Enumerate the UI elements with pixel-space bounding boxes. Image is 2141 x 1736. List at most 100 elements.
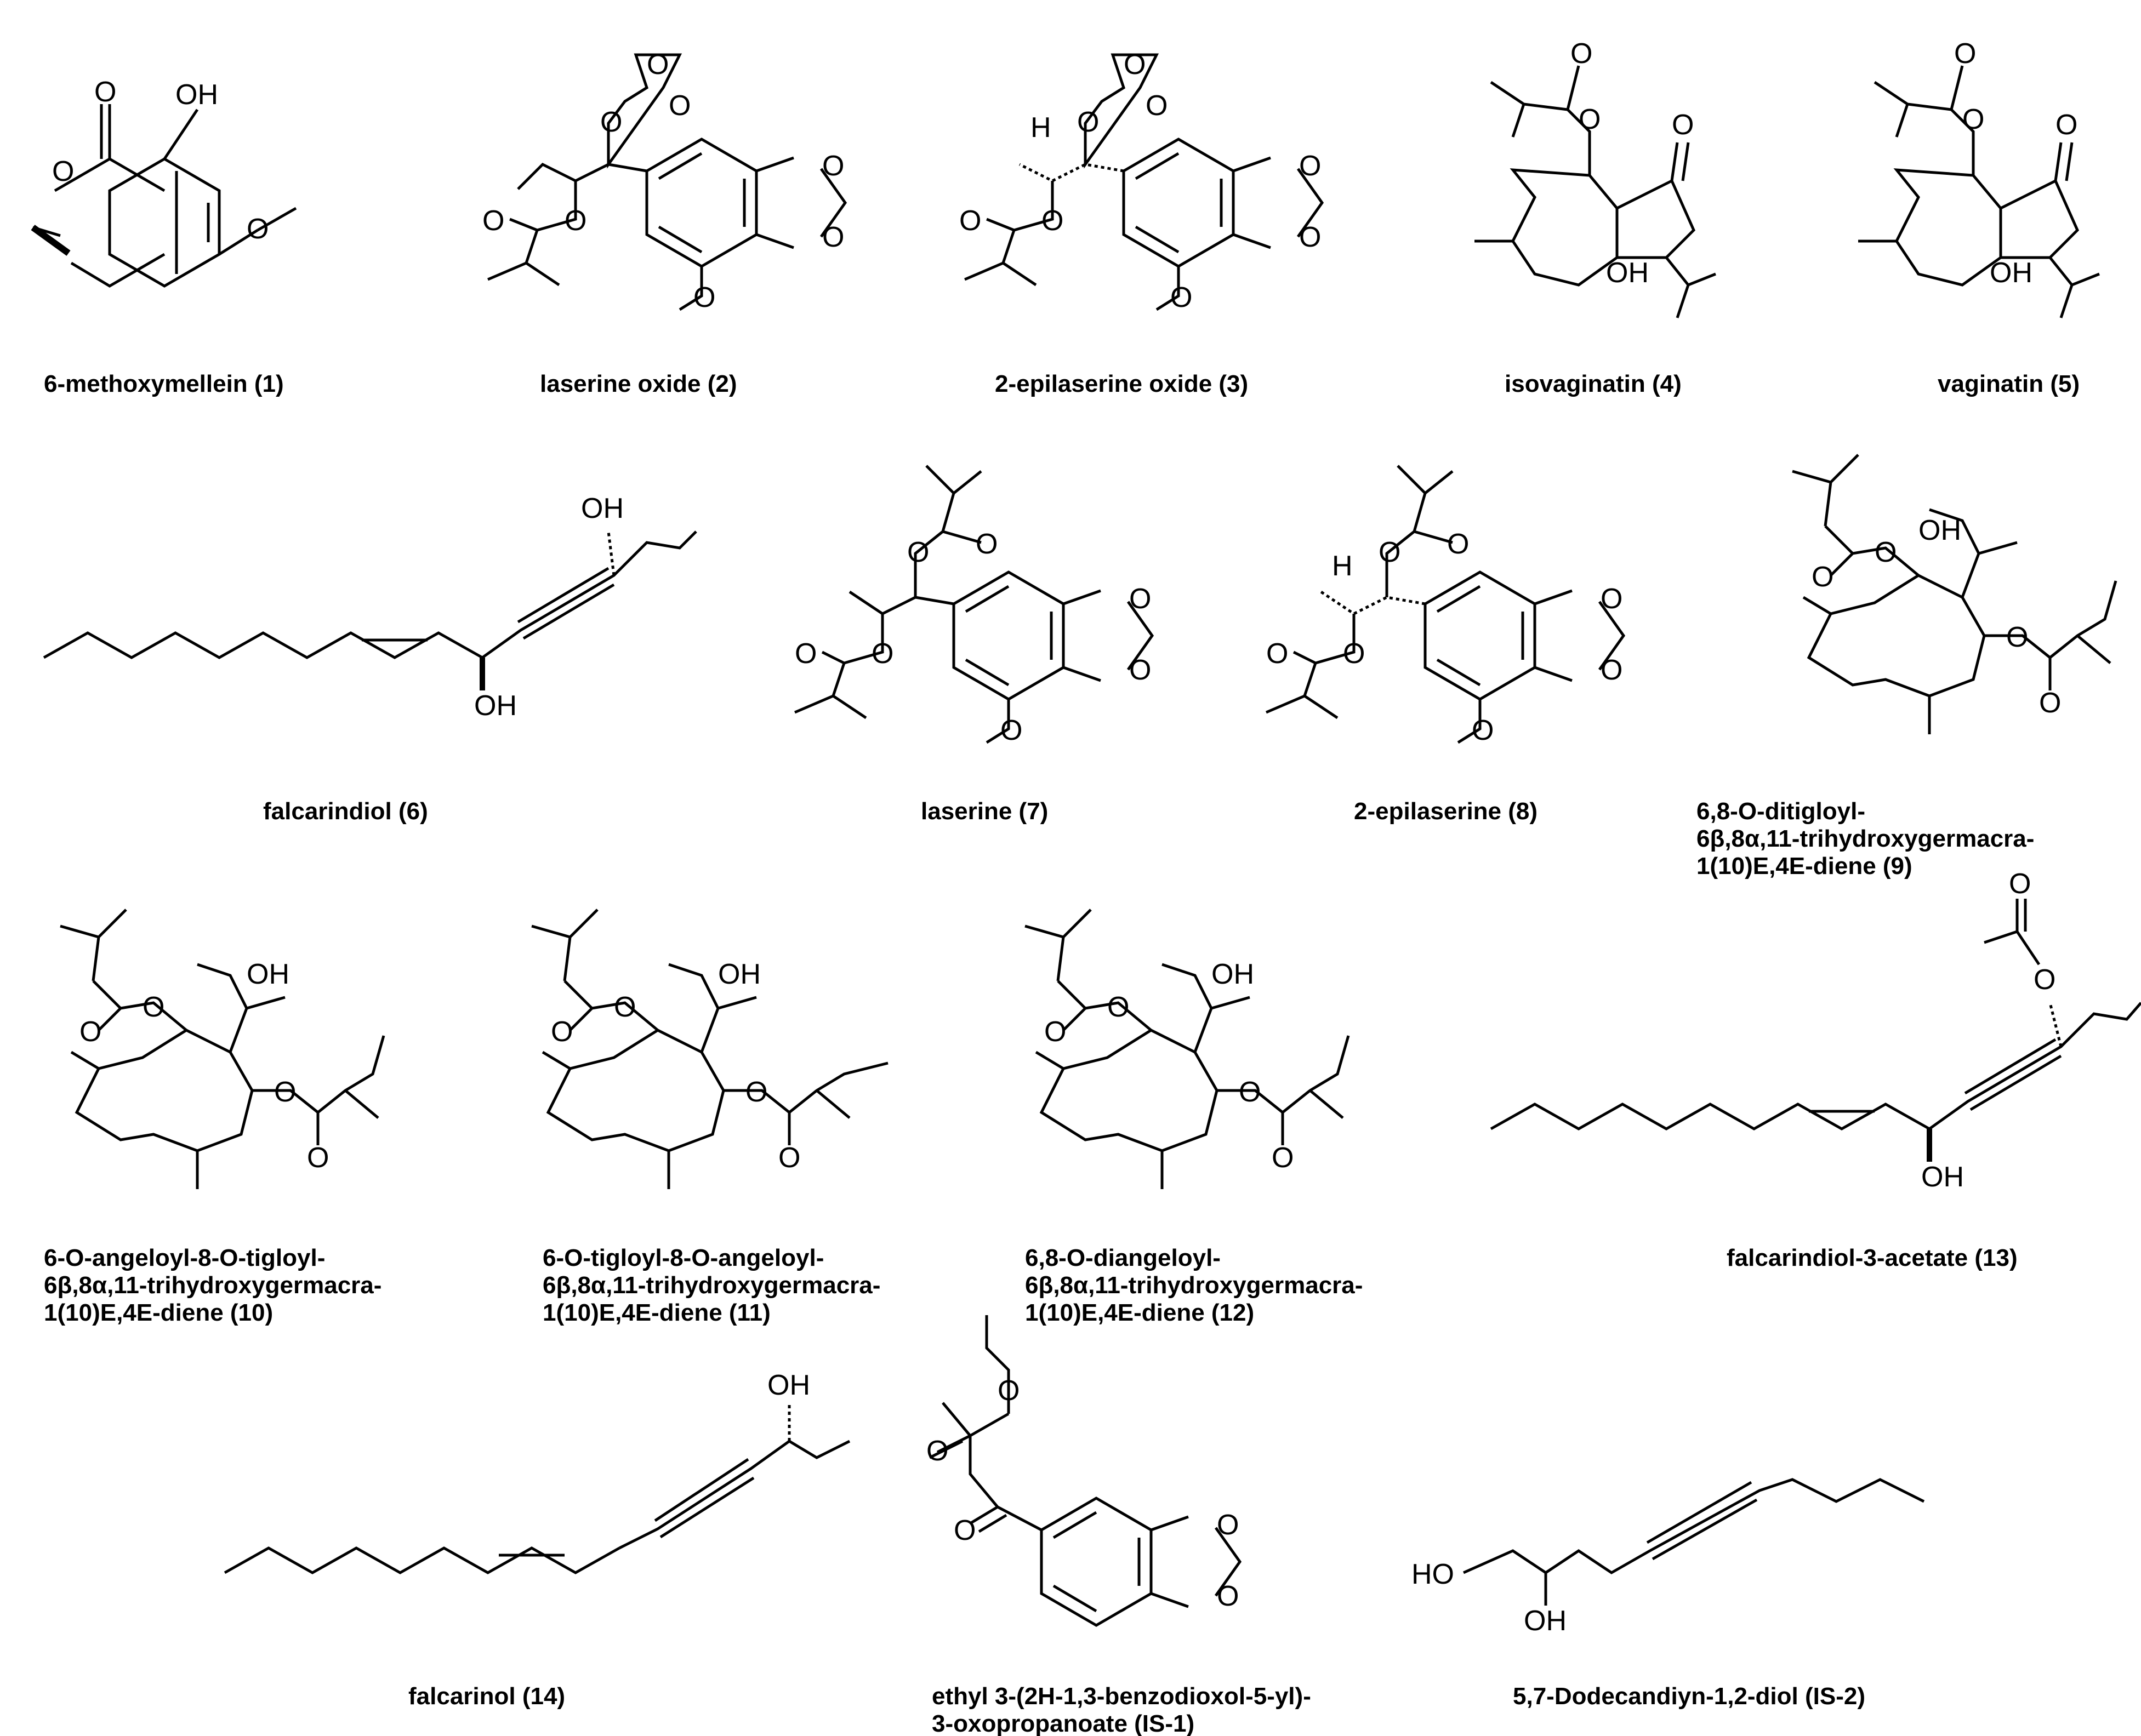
atom-OH-lower: OH [474, 690, 517, 722]
caption-1: 6-methoxymellein (1) [44, 370, 284, 397]
atom-O-methoxy: O [1170, 282, 1192, 313]
caption-3: 2-epilaserine oxide (3) [995, 370, 1248, 397]
atom-O-carbonyl: O [669, 90, 691, 122]
atom-O-dioxole1: O [1299, 150, 1321, 182]
atom-O-methoxy: O [247, 213, 269, 245]
atom-O-carbonyl: O [1812, 561, 1833, 593]
atom-O-ester2: O [1343, 638, 1365, 670]
atom-O-carbonyl2: O [482, 205, 504, 237]
atom-O-ester: O [998, 1375, 1020, 1407]
atom-O-dioxole2: O [1299, 221, 1321, 253]
atom-O-dioxole1: O [1601, 583, 1622, 615]
atom-O-carbonyl: O [94, 76, 116, 108]
structure-1: O OH O O [31, 76, 297, 288]
structure-14: OH [224, 1369, 851, 1574]
atom-HO: HO [1411, 1558, 1454, 1590]
caption-8: 2-epilaserine (8) [1354, 798, 1538, 825]
atom-O-ester: O [1379, 536, 1400, 568]
atom-OH: OH [247, 958, 289, 990]
atom-O-ketone: O [2055, 109, 2077, 141]
atom-O-ester2: O [565, 205, 587, 237]
atom-O-ester: O [600, 106, 622, 138]
atom-O-ester: O [1077, 106, 1099, 138]
atom-O-ester2: O [2006, 621, 2028, 653]
atom-OH: OH [767, 1369, 810, 1401]
atom-O-ester2: O [1041, 205, 1063, 237]
structure-4: O O O OH [1474, 38, 1716, 318]
atom-O-ring: O [52, 156, 74, 187]
atom-O-ester: O [143, 991, 164, 1023]
atom-O-carbonyl: O [79, 1016, 101, 1048]
atom-O-carbonyl2: O [959, 205, 981, 237]
structure-5: O O O OH [1858, 38, 2100, 318]
atom-O-dioxole2: O [1217, 1580, 1239, 1612]
caption-13: falcarindiol-3-acetate (13) [1727, 1244, 2018, 1271]
atom-O-ester: O [1579, 104, 1601, 135]
atom-O-carbonyl: O [1447, 528, 1469, 560]
atom-O-methoxy: O [693, 282, 715, 313]
atom-O-dioxole2: O [1601, 654, 1622, 686]
atom-OH: OH [1921, 1161, 1964, 1193]
atom-O-ketone: O [954, 1515, 976, 1546]
atom-O-carbonyl: O [926, 1435, 948, 1467]
structure-IS-2: HO OH [1411, 1478, 1925, 1637]
atom-O-carbonyl2: O [2039, 687, 2061, 719]
atom-O-methoxy: O [1472, 715, 1494, 746]
atom-OH: OH [175, 79, 218, 111]
caption-IS-2: 5,7-Dodecandiyn-1,2-diol (IS-2) [1513, 1683, 1865, 1710]
caption-11: 6-O-tigloyl-8-O-angeloyl- 6β,8α,11-trihy… [543, 1244, 887, 1326]
atom-O-ester: O [614, 991, 636, 1023]
structure-3: H O O O O O O O O [959, 49, 1322, 313]
caption-12: 6,8-O-diangeloyl- 6β,8α,11-trihydroxyger… [1025, 1244, 1370, 1326]
atom-O-carbonyl: O [551, 1016, 573, 1048]
atom-O-ester: O [1875, 536, 1897, 568]
structure-11: O O OH O O [531, 909, 889, 1189]
structure-7: O O O O O O O [794, 465, 1152, 746]
atom-H: H [1030, 112, 1051, 144]
atom-O-dioxole1: O [1217, 1509, 1239, 1541]
atom-O-ester2: O [274, 1076, 296, 1108]
atom-O-ester: O [1107, 991, 1129, 1023]
atom-O-carbonyl2: O [778, 1142, 800, 1174]
atom-OH: OH [1918, 515, 1961, 546]
atom-OH: OH [1524, 1605, 1567, 1637]
atom-O-methoxy: O [1000, 715, 1022, 746]
structure-8: H O O O O O O O [1266, 465, 1624, 746]
structure-6: OH OH [43, 493, 697, 722]
atom-O-carbonyl: O [1146, 90, 1168, 122]
atom-O-carbonyl: O [1954, 38, 1976, 70]
atom-O-ester: O [1962, 104, 1984, 135]
caption-14: falcarinol (14) [408, 1683, 565, 1710]
caption-7: laserine (7) [921, 798, 1048, 825]
structure-9: O O OH O O [1792, 454, 2117, 734]
atom-O-ketone: O [1672, 109, 1694, 141]
caption-2: laserine oxide (2) [540, 370, 737, 397]
atom-OH-upper: OH [581, 493, 624, 524]
atom-O-carbonyl: O [1570, 38, 1592, 70]
atom-O-carbonyl: O [2009, 868, 2031, 900]
atom-OH: OH [718, 958, 761, 990]
atom-OH: OH [1211, 958, 1254, 990]
atom-O-dioxole2: O [822, 221, 844, 253]
caption-9: 6,8-O-ditigloyl- 6β,8α,11-trihydroxygerm… [1696, 798, 2041, 880]
caption-5: vaginatin (5) [1938, 370, 2080, 397]
caption-6: falcarindiol (6) [263, 798, 428, 825]
atom-O-dioxole1: O [822, 150, 844, 182]
atom-O-epoxide: O [647, 49, 669, 81]
caption-IS-1: ethyl 3-(2H-1,3-benzodioxol-5-yl)- 3-oxo… [932, 1683, 1318, 1736]
atom-O-carbonyl2: O [1266, 638, 1288, 670]
atom-O-carbonyl2: O [795, 638, 817, 670]
atom-O-ester: O [907, 536, 929, 568]
structure-12: O O OH O O [1024, 909, 1350, 1189]
atom-O-dioxole2: O [1129, 654, 1151, 686]
atom-O-carbonyl: O [976, 528, 998, 560]
structure-10: O O OH O O [60, 909, 385, 1189]
atom-O-dioxole1: O [1129, 583, 1151, 615]
atom-O-epoxide: O [1124, 49, 1146, 81]
atom-H: H [1332, 550, 1353, 582]
atom-O-carbonyl2: O [307, 1142, 329, 1174]
atom-O-carbonyl2: O [1272, 1142, 1294, 1174]
structure-IS-1: O O O O O [926, 1315, 1240, 1625]
atom-O-carbonyl: O [1044, 1016, 1066, 1048]
